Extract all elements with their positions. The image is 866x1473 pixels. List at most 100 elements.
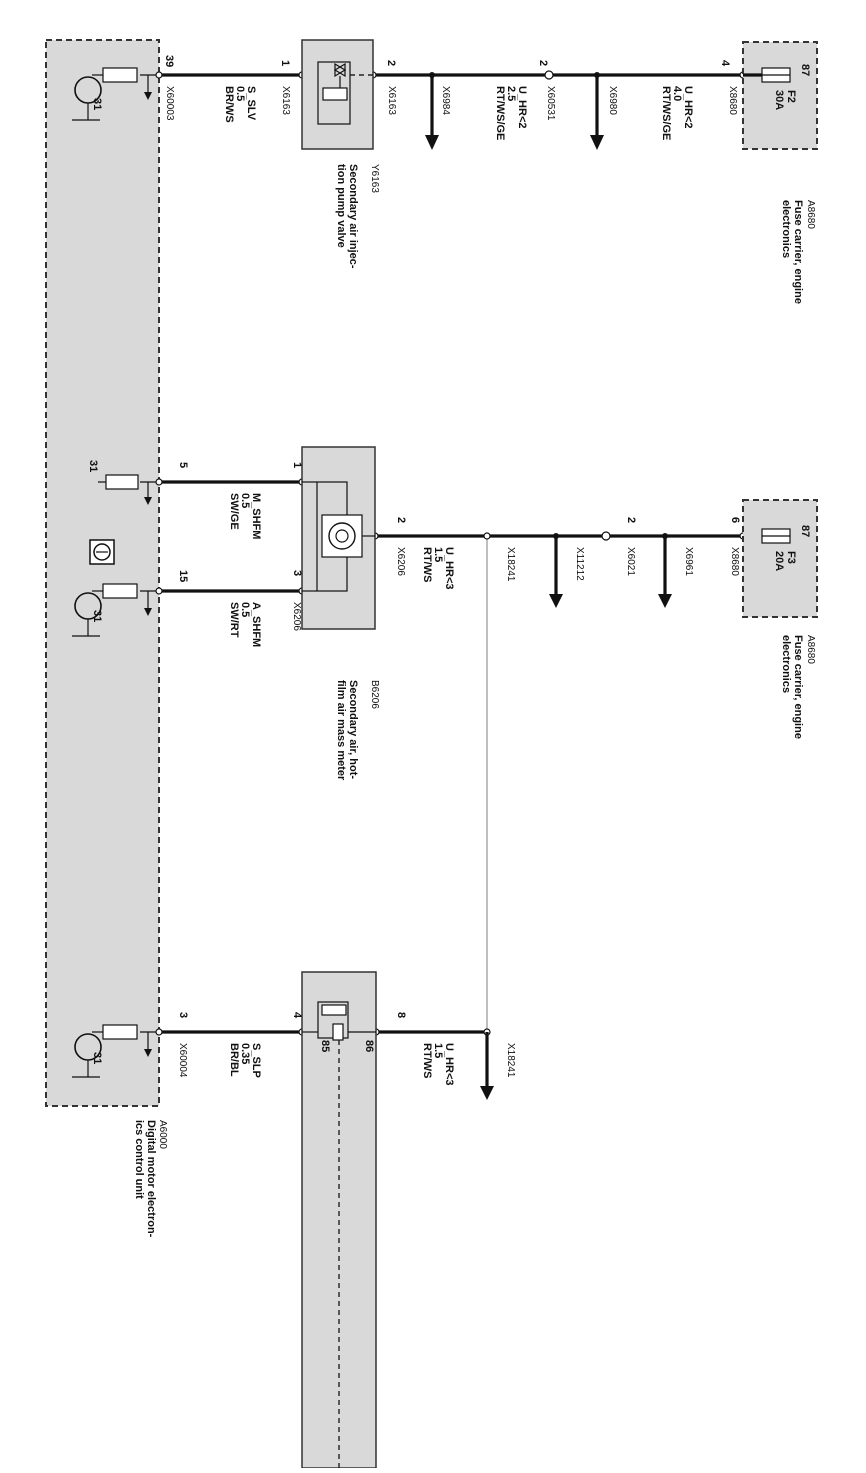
arrow-down-icon xyxy=(658,594,672,608)
ground-label-2: 31 xyxy=(87,460,99,472)
wire-a-signal: U_HR<2 xyxy=(682,86,694,129)
wire-3c-color: BR/BL xyxy=(228,1043,240,1077)
control-unit-box xyxy=(45,39,160,1107)
meter-connector-top: X6206 xyxy=(395,547,406,576)
wire-3c-gauge: 0.35 xyxy=(239,1043,251,1064)
valve-pin-2: 2 xyxy=(385,60,397,66)
mid-connector-x6021: X6021 xyxy=(625,547,636,576)
ecu-pin-15: 15 xyxy=(177,570,189,582)
wire-s-signal: A_SHFM xyxy=(250,602,262,647)
valve-id: Y6163 xyxy=(369,164,380,193)
valve-name-2: tion pump valve xyxy=(335,164,347,248)
fuse2-pin: 6 xyxy=(729,517,741,523)
arrow-down-icon xyxy=(144,1049,152,1057)
resistor-icon xyxy=(102,67,138,83)
sensor-symbol-icon xyxy=(89,539,115,565)
meter-connector-bottom: X6206 xyxy=(291,602,302,631)
wire-3c-signal: S_SLP xyxy=(250,1043,262,1078)
wire-2a-signal: U_HR<3 xyxy=(443,547,455,590)
ecu-output-stage-3: 31 xyxy=(72,583,159,637)
meter-name-2: film air mass meter xyxy=(335,680,347,781)
wire-b-color: RT/WS/GE xyxy=(494,86,506,140)
valve-y6163: Y6163 Secondary air injec- tion pump val… xyxy=(301,39,380,269)
wire-c-gauge: 0.5 xyxy=(234,86,246,101)
resistor-icon xyxy=(102,1024,138,1040)
branch-label-x6984: X6984 xyxy=(440,86,451,115)
splice-label-2: X18241 xyxy=(505,1043,516,1078)
arrow-down-icon xyxy=(549,594,563,608)
meter-pin-1: 1 xyxy=(291,462,303,468)
arrow-down-icon xyxy=(144,497,152,505)
relay-pin-8: 8 xyxy=(395,1012,407,1018)
wire-b-signal: U_HR<2 xyxy=(516,86,528,129)
fuse1-carrier-name-1: Fuse carrier, engine xyxy=(792,200,804,304)
control-unit-a6000: A6000 Digital motor electron- ics contro… xyxy=(45,39,168,1238)
valve-connector-left: X6163 xyxy=(280,86,291,115)
resistor-icon xyxy=(105,474,139,490)
meter-b6206: B6206 Secondary air, hot- film air mass … xyxy=(301,446,380,781)
relay-pin-4: 4 xyxy=(291,1012,303,1019)
fuse1-rating: 30A xyxy=(773,90,785,110)
ecu-output-stage-2: 31 xyxy=(87,460,159,505)
fuse-carrier-box-1 xyxy=(742,41,818,150)
fuse2-rating: 20A xyxy=(773,551,785,571)
arrow-down-icon xyxy=(144,92,152,100)
relay: 86 85 xyxy=(301,971,377,1469)
fuse1-connector: X8680 xyxy=(727,86,738,115)
ecu-pin-39: 39 xyxy=(163,55,175,67)
resistor-icon xyxy=(102,583,138,599)
fuse2-connector: X8680 xyxy=(729,547,740,576)
wire-a-gauge: 4.0 xyxy=(671,86,683,101)
ecu-output-stage-4: 31 xyxy=(72,1024,159,1078)
valve-coil-icon xyxy=(322,87,348,101)
wire-3a-signal: U_HR<3 xyxy=(443,1043,455,1086)
wire-m-color: SW/GE xyxy=(228,493,240,530)
relay-coil-icon xyxy=(321,1004,347,1016)
wire-3a-gauge: 1.5 xyxy=(432,1043,444,1058)
fuse2-carrier-name-2: electronics xyxy=(780,635,792,693)
connector-x6021 xyxy=(601,531,611,541)
meter-id: B6206 xyxy=(369,680,380,709)
connector-x60531 xyxy=(544,70,554,80)
arrow-down-icon xyxy=(480,1086,494,1100)
wire-2a-color: RT/WS xyxy=(421,547,433,582)
wire-c-color: BR/WS xyxy=(223,86,235,123)
wire-a-color: RT/WS/GE xyxy=(660,86,672,140)
wire-s-gauge: 0.5 xyxy=(239,602,251,617)
branch-label-x11212: X11212 xyxy=(574,547,585,581)
arrow-down-icon xyxy=(425,135,439,150)
fuse-carrier-f3: 87 F3 20A A8680 Fuse carrier, engine ele… xyxy=(742,499,818,739)
meter-pin-2: 2 xyxy=(395,517,407,523)
fuse2-carrier-name-1: Fuse carrier, engine xyxy=(792,635,804,739)
valve-name-1: Secondary air injec- xyxy=(347,164,359,269)
mid-pin-2: 2 xyxy=(625,517,637,523)
circuit-2: 5 15 1 3 2 2 6 M_SHFM 0.5 SW/GE A_SHFM 0… xyxy=(155,462,747,1032)
fuse2-carrier-id: A8680 xyxy=(805,635,816,664)
ecu-connector-x60004: X60004 xyxy=(177,1043,188,1078)
meter-sensor-icon xyxy=(321,514,363,558)
control-unit-name-1: Digital motor electron- xyxy=(145,1120,157,1238)
mid-pin-1: 2 xyxy=(537,60,549,66)
fuse-carrier-box-2 xyxy=(742,499,818,618)
valve-pin-1: 1 xyxy=(279,60,291,66)
fuse1-name: F2 xyxy=(785,90,797,103)
wire-3a-color: RT/WS xyxy=(421,1043,433,1078)
fuse1-pin: 4 xyxy=(719,60,731,67)
relay-terminal-86: 86 xyxy=(363,1040,375,1052)
wire-s-color: SW/RT xyxy=(228,602,240,638)
ecu-pin-3: 3 xyxy=(177,1012,189,1018)
fuse1-carrier-id: A8680 xyxy=(805,200,816,229)
meter-name-1: Secondary air, hot- xyxy=(347,680,359,779)
circuit-3: 3 4 8 X60004 S_SLP 0.35 BR/BL U_HR<3 1.5… xyxy=(155,1012,516,1100)
valve-connector-right: X6163 xyxy=(386,86,397,115)
meter-pin-3: 3 xyxy=(291,570,303,576)
control-unit-id: A6000 xyxy=(157,1120,168,1149)
ground-label-4: 31 xyxy=(91,1052,103,1064)
wire-c-signal: S_SLV xyxy=(245,86,257,121)
wire-2a-gauge: 1.5 xyxy=(432,547,444,562)
fuse2-terminal: 87 xyxy=(799,525,811,537)
ecu-connector-x60003: X60003 xyxy=(164,86,175,121)
fuse-carrier-f2: 87 F2 30A A8680 Fuse carrier, engine ele… xyxy=(742,41,818,304)
